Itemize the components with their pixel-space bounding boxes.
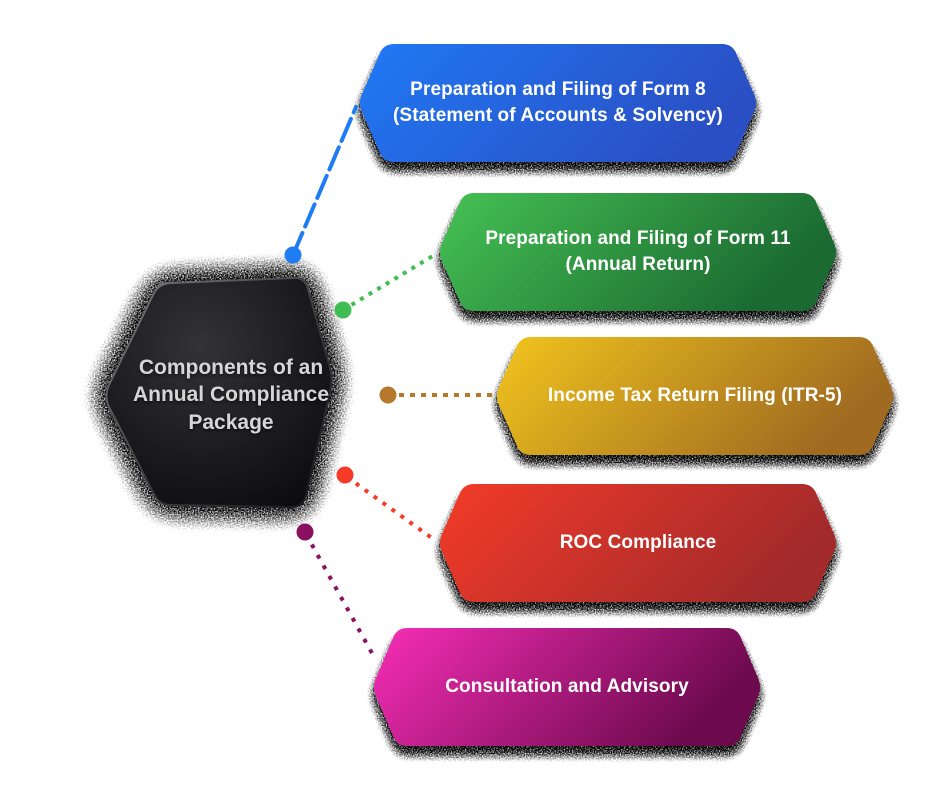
connector-line-advisory — [304, 533, 375, 656]
banner-itr5 — [497, 337, 893, 455]
dot-form11 — [334, 301, 352, 319]
dot-advisory — [296, 523, 314, 541]
banner-roc — [440, 484, 836, 602]
banner-form8 — [360, 44, 756, 162]
connector-line-form8 — [291, 105, 358, 257]
dot-form8 — [284, 246, 302, 264]
dot-itr5 — [379, 386, 397, 404]
connector-line-form11 — [341, 252, 438, 312]
connector-line-roc — [345, 475, 438, 543]
dot-roc — [336, 466, 354, 484]
banner-advisory — [373, 628, 761, 746]
banner-form11 — [440, 193, 836, 311]
